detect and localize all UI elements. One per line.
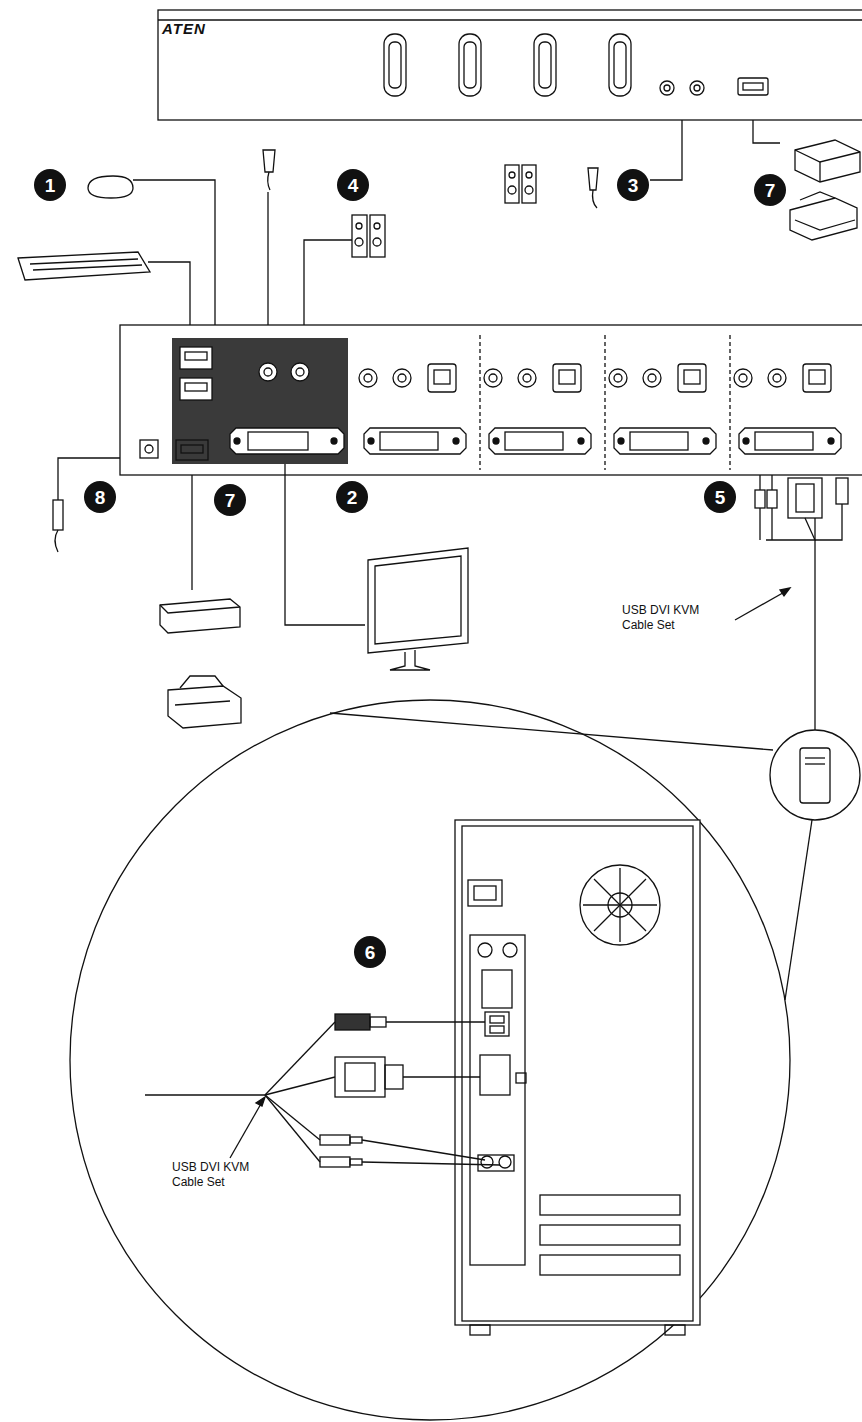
callout-number: 4 — [338, 176, 368, 195]
cable-label: USB DVI KVM Cable Set — [172, 1160, 282, 1190]
callout-number: 7 — [215, 491, 245, 510]
callout-number: 7 — [755, 181, 785, 200]
callout-number: 8 — [85, 488, 115, 507]
callout-number: 3 — [618, 176, 648, 195]
cable-label: USB DVI KVM Cable Set — [622, 603, 732, 633]
callout-number: 5 — [705, 488, 735, 507]
callout-number: 2 — [337, 488, 367, 507]
brand-logo: ATEN — [162, 20, 206, 37]
callout-number: 6 — [355, 943, 385, 962]
callout-number: 1 — [35, 176, 65, 195]
